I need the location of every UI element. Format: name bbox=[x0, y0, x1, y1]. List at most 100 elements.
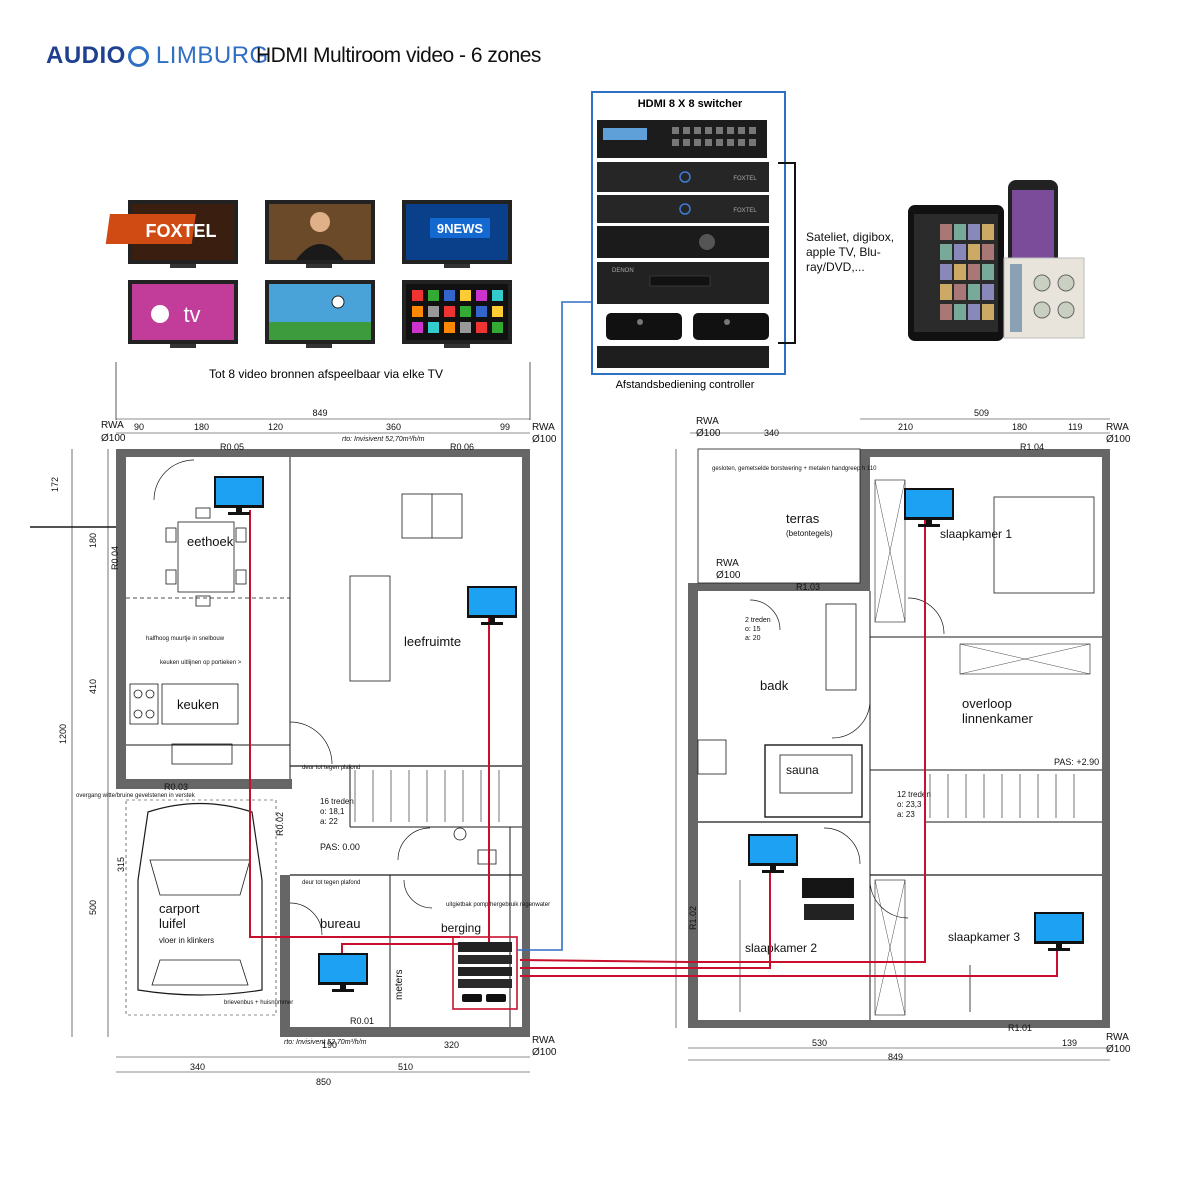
control-devices bbox=[908, 180, 1085, 341]
label-d100-ff-1: Ø100 bbox=[696, 428, 721, 439]
label-rwa-ff-2: RWA bbox=[1106, 422, 1129, 433]
room-terras: terras bbox=[786, 511, 820, 526]
dim-gf-bottom-2: 510 bbox=[398, 1062, 413, 1072]
apple-tv-box-1 bbox=[606, 313, 682, 340]
hdmi-cables bbox=[249, 510, 1058, 1010]
source-tile-movie bbox=[265, 200, 375, 268]
digibox-receiver bbox=[597, 226, 769, 258]
ground-floor-plan bbox=[30, 418, 530, 1073]
label-run-gf: a: 22 bbox=[320, 817, 338, 826]
label-d100-gf-1: Ø100 bbox=[101, 433, 126, 444]
label-run-ff2: a: 20 bbox=[745, 635, 761, 642]
room-overloop: overloop bbox=[962, 696, 1012, 711]
tv-bureau-icon bbox=[318, 953, 368, 992]
kitchen-counter-icon bbox=[129, 683, 239, 765]
dim-ff-bottom-1: 530 bbox=[812, 1038, 827, 1048]
label-d100-ff-2: Ø100 bbox=[1106, 434, 1131, 445]
satellite-receiver-2 bbox=[597, 195, 769, 223]
foxtel-logo-icon: FOXTEL bbox=[146, 221, 217, 241]
wall-keypad-icon bbox=[1003, 257, 1085, 339]
tv-eethoek-icon bbox=[214, 476, 264, 515]
ground-floor-labels: eethoek leefruimte keuken carport luifel… bbox=[50, 408, 557, 1087]
local-rack-icon bbox=[458, 942, 512, 1002]
room-bureau: bureau bbox=[320, 916, 360, 931]
rack-sources-note: Sateliet, digibox, apple TV, Blu-ray/DVD… bbox=[806, 230, 895, 274]
ir-controller bbox=[597, 346, 769, 368]
dim-gf-bottom-1: 340 bbox=[190, 1062, 205, 1072]
label-r103: R1.03 bbox=[796, 582, 820, 592]
room-eethoek: eethoek bbox=[187, 534, 234, 549]
brand-name-bold: AUDIO bbox=[46, 42, 126, 69]
label-overgang-gf: overgang witte/bruine gevelstenen in ver… bbox=[76, 793, 196, 799]
label-deur-1: deur tot tegen plafond bbox=[302, 765, 360, 771]
room-keuken: keuken bbox=[177, 697, 219, 712]
label-pas-ff: PAS: +2.90 bbox=[1054, 757, 1099, 767]
label-2treden: 2 treden bbox=[745, 617, 771, 624]
smartphone-icon bbox=[1008, 180, 1058, 268]
label-r006: R0.06 bbox=[450, 442, 474, 452]
label-run-ff: a: 23 bbox=[897, 810, 915, 819]
label-rise-ff: o: 23,3 bbox=[897, 800, 922, 809]
tablet-icon bbox=[908, 205, 1004, 341]
dim-gf-bottom-4: 320 bbox=[444, 1040, 459, 1050]
label-rise-ff2: o: 15 bbox=[745, 626, 761, 633]
video-sources-grid: FOXTEL 9NEWS bbox=[105, 200, 531, 420]
room-carport: carport bbox=[159, 901, 200, 916]
car-icon bbox=[137, 802, 263, 996]
room-meters: meters bbox=[394, 969, 405, 1000]
room-linnenkamer: linnenkamer bbox=[962, 711, 1033, 726]
label-deur-2: deur tot tegen plafond bbox=[302, 880, 360, 886]
apple-logo-icon bbox=[151, 305, 169, 323]
hdmi-switcher-rack: HDMI 8 X 8 switcher FOXTEL FOXTEL DENON bbox=[591, 91, 796, 391]
tv-slaapkamer-3-icon bbox=[1034, 912, 1084, 951]
room-slaapkamer-3: slaapkamer 3 bbox=[948, 930, 1020, 944]
label-brievenbus: brievenbus + huisnummer bbox=[224, 1000, 293, 1006]
room-leefruimte: leefruimte bbox=[404, 634, 461, 649]
room-note-klinkers: vloer in klinkers bbox=[159, 936, 214, 945]
apple-tv-logo-icon: tv bbox=[183, 302, 200, 327]
label-rwa-gf-2: RWA bbox=[532, 422, 555, 433]
first-floor-labels: terras (betontegels) slaapkamer 1 badk s… bbox=[688, 408, 1131, 1062]
label-r101: R1.01 bbox=[1008, 1023, 1032, 1033]
room-badk: badk bbox=[760, 678, 789, 693]
dim-gf-left-4: 315 bbox=[116, 857, 126, 872]
dim-ff-top-total: 509 bbox=[974, 408, 989, 418]
label-r004: R0.04 bbox=[110, 546, 120, 570]
room-terras-note: (betontegels) bbox=[786, 529, 833, 538]
dim-gf-left-1: 172 bbox=[50, 477, 60, 492]
label-uitgietbak: uitgietbak pomp hergebruik regenwater bbox=[446, 902, 550, 908]
dim-gf-left-2: 180 bbox=[88, 533, 98, 548]
label-d100-ff-4: Ø100 bbox=[716, 570, 741, 581]
label-rwa-ff-4: RWA bbox=[716, 558, 739, 569]
svg-text:FOXTEL: FOXTEL bbox=[733, 208, 757, 214]
dim-gf-top-5: 99 bbox=[500, 422, 510, 432]
dim-gf-top-3: 120 bbox=[268, 422, 283, 432]
tv-slaapkamer-1-icon bbox=[904, 488, 954, 527]
source-tile-foxtel: FOXTEL bbox=[105, 200, 238, 268]
label-rwa-ff-3: RWA bbox=[1106, 1032, 1129, 1043]
news-logo-icon: 9NEWS bbox=[437, 221, 484, 236]
dim-gf-left-total: 1200 bbox=[58, 724, 68, 744]
first-floor-plan bbox=[675, 418, 1110, 1061]
source-tile-apps bbox=[402, 280, 512, 348]
source-tile-news: 9NEWS bbox=[402, 200, 512, 268]
label-d100-gf-3: Ø100 bbox=[532, 1047, 557, 1058]
dim-gf-top-1: 90 bbox=[134, 422, 144, 432]
label-muurtje: halfhoog muurtje in snelbouw bbox=[146, 636, 225, 642]
label-r002: R0.02 bbox=[275, 812, 285, 836]
dim-gf-left-5: 500 bbox=[88, 900, 98, 915]
room-slaapkamer-2: slaapkamer 2 bbox=[745, 941, 817, 955]
page-title: HDMI Multiroom video - 6 zones bbox=[256, 44, 541, 67]
svg-text:DENON: DENON bbox=[612, 268, 634, 274]
dim-gf-top-4: 360 bbox=[386, 422, 401, 432]
label-rwa-ff-1: RWA bbox=[696, 416, 719, 427]
dim-gf-top-total: 849 bbox=[312, 408, 327, 418]
dim-gf-bottom-3: 190 bbox=[322, 1040, 337, 1050]
svg-text:FOXTEL: FOXTEL bbox=[733, 176, 757, 182]
brand-name-light: LIMBURG bbox=[155, 42, 269, 69]
label-rwa-gf-1: RWA bbox=[101, 420, 124, 431]
brand-logo-ring-icon bbox=[127, 45, 149, 67]
label-r003: R0.03 bbox=[164, 782, 188, 792]
dim-ff-bottom-2: 139 bbox=[1062, 1038, 1077, 1048]
